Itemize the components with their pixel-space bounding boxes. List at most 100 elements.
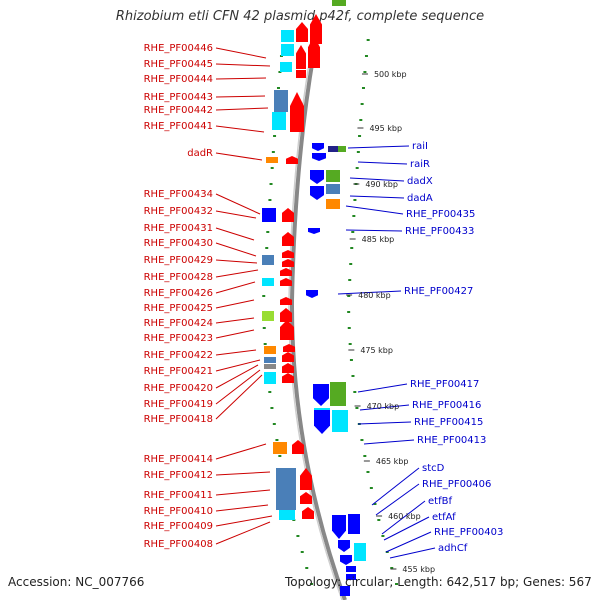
forward-gene-arrow xyxy=(280,268,292,276)
gene-label-left: RHE_PF00429 xyxy=(144,255,213,266)
leader-line xyxy=(215,193,261,215)
leader-line xyxy=(345,229,403,232)
right-labels: raiIraiRdadXdadARHE_PF00435RHE_PF00433RH… xyxy=(404,141,503,554)
reverse-gene-arrow xyxy=(310,170,324,184)
leader-line xyxy=(215,504,269,512)
cds-box xyxy=(326,199,340,209)
forward-gene-arrow xyxy=(280,297,292,305)
gene-label-right: RHE_PF00433 xyxy=(405,226,474,237)
kbp-label: 490 kbp xyxy=(365,180,398,189)
leader-line xyxy=(357,421,412,425)
cds-box xyxy=(281,30,294,42)
gene-label-right: RHE_PF00427 xyxy=(404,286,473,297)
leader-line xyxy=(215,489,271,496)
forward-gene-arrow xyxy=(300,468,312,490)
leader-line xyxy=(215,269,259,278)
gene-label-left: RHE_PF00412 xyxy=(144,470,213,481)
gene-label-left: RHE_PF00445 xyxy=(144,59,213,70)
gene-label-left: RHE_PF00431 xyxy=(144,223,213,234)
gene-label-left: RHE_PF00446 xyxy=(144,43,213,54)
cds-box xyxy=(262,311,274,321)
leader-line xyxy=(215,521,271,545)
cds-box xyxy=(280,62,292,72)
leader-line xyxy=(345,205,404,215)
gene-label-left: RHE_PF00408 xyxy=(144,539,213,550)
gene-label-right: RHE_PF00435 xyxy=(406,209,475,220)
gene-label-right: RHE_PF00406 xyxy=(422,479,491,490)
gene-label-right: RHE_PF00403 xyxy=(434,527,503,538)
gene-label-right: RHE_PF00417 xyxy=(410,379,479,390)
kbp-label: 465 kbp xyxy=(376,457,409,466)
gene-label-left: RHE_PF00426 xyxy=(144,288,213,299)
label-leader-lines xyxy=(215,47,436,559)
gene-label-left: RHE_PF00421 xyxy=(144,366,213,377)
leader-line xyxy=(215,242,257,257)
cds-box xyxy=(264,364,276,369)
gene-label-right: raiI xyxy=(412,141,428,152)
leader-line xyxy=(389,547,436,559)
leader-line xyxy=(215,281,256,294)
leader-line xyxy=(215,359,261,372)
leader-line xyxy=(215,317,255,324)
kbp-label: 495 kbp xyxy=(369,124,402,133)
gene-label-left: RHE_PF00420 xyxy=(144,383,213,394)
gene-label-right: RHE_PF00416 xyxy=(412,400,481,411)
cds-box xyxy=(276,120,286,130)
cds-box xyxy=(274,90,288,112)
cds-box xyxy=(266,157,278,163)
leader-line xyxy=(357,383,408,393)
leader-line xyxy=(215,95,266,98)
leader-line xyxy=(371,467,420,506)
gene-label-right: etfBf xyxy=(428,496,452,507)
forward-gene-arrow xyxy=(286,156,298,164)
leader-line xyxy=(215,152,263,161)
leader-line xyxy=(383,516,430,541)
gene-label-right: etfAf xyxy=(432,512,456,523)
cds-box xyxy=(338,146,346,152)
leader-line xyxy=(215,515,273,527)
leader-line xyxy=(215,63,271,67)
reverse-gene-arrow xyxy=(313,384,329,406)
kbp-label: 475 kbp xyxy=(360,346,393,355)
kbp-label: 455 kbp xyxy=(402,565,435,574)
forward-gene-arrow xyxy=(296,22,308,42)
gene-label-left: RHE_PF00442 xyxy=(144,105,213,116)
cds-box xyxy=(264,357,276,363)
leader-line xyxy=(215,227,255,241)
forward-gene-arrow xyxy=(300,492,312,504)
cds-box xyxy=(264,346,276,354)
forward-gene-arrow xyxy=(282,373,294,383)
gene-label-left: RHE_PF00414 xyxy=(144,454,213,465)
gene-label-left: RHE_PF00409 xyxy=(144,521,213,532)
forward-gene-arrow xyxy=(282,363,294,373)
cds-box xyxy=(262,278,274,286)
cds-box xyxy=(332,410,348,432)
leader-line xyxy=(215,299,255,309)
forward-gene-arrow xyxy=(280,278,292,286)
cds-box xyxy=(276,490,296,510)
leader-line xyxy=(375,483,420,516)
cds-box xyxy=(346,566,356,572)
cds-box xyxy=(348,514,360,534)
gene-label-left: RHE_PF00411 xyxy=(144,490,213,501)
gene-label-left: RHE_PF00443 xyxy=(144,92,213,103)
cds-box xyxy=(326,184,340,194)
cds-box xyxy=(354,543,366,561)
gene-label-left: RHE_PF00428 xyxy=(144,272,213,283)
reverse-gene-arrow xyxy=(314,410,330,434)
cds-box xyxy=(296,70,306,78)
leader-line xyxy=(215,349,257,356)
gene-label-left: RHE_PF00423 xyxy=(144,333,213,344)
cds-box xyxy=(264,372,276,384)
leader-line xyxy=(337,290,402,295)
gene-label-right: RHE_PF00415 xyxy=(414,417,483,428)
cds-box xyxy=(279,510,295,520)
gene-label-left: dadR xyxy=(187,148,213,159)
map-title: Rhizobium etli CFN 42 plasmid p42f, comp… xyxy=(115,9,485,24)
gene-label-right: raiR xyxy=(410,159,430,170)
leader-line xyxy=(215,443,267,460)
gene-label-left: RHE_PF00418 xyxy=(144,414,213,425)
forward-gene-arrow xyxy=(282,250,294,258)
